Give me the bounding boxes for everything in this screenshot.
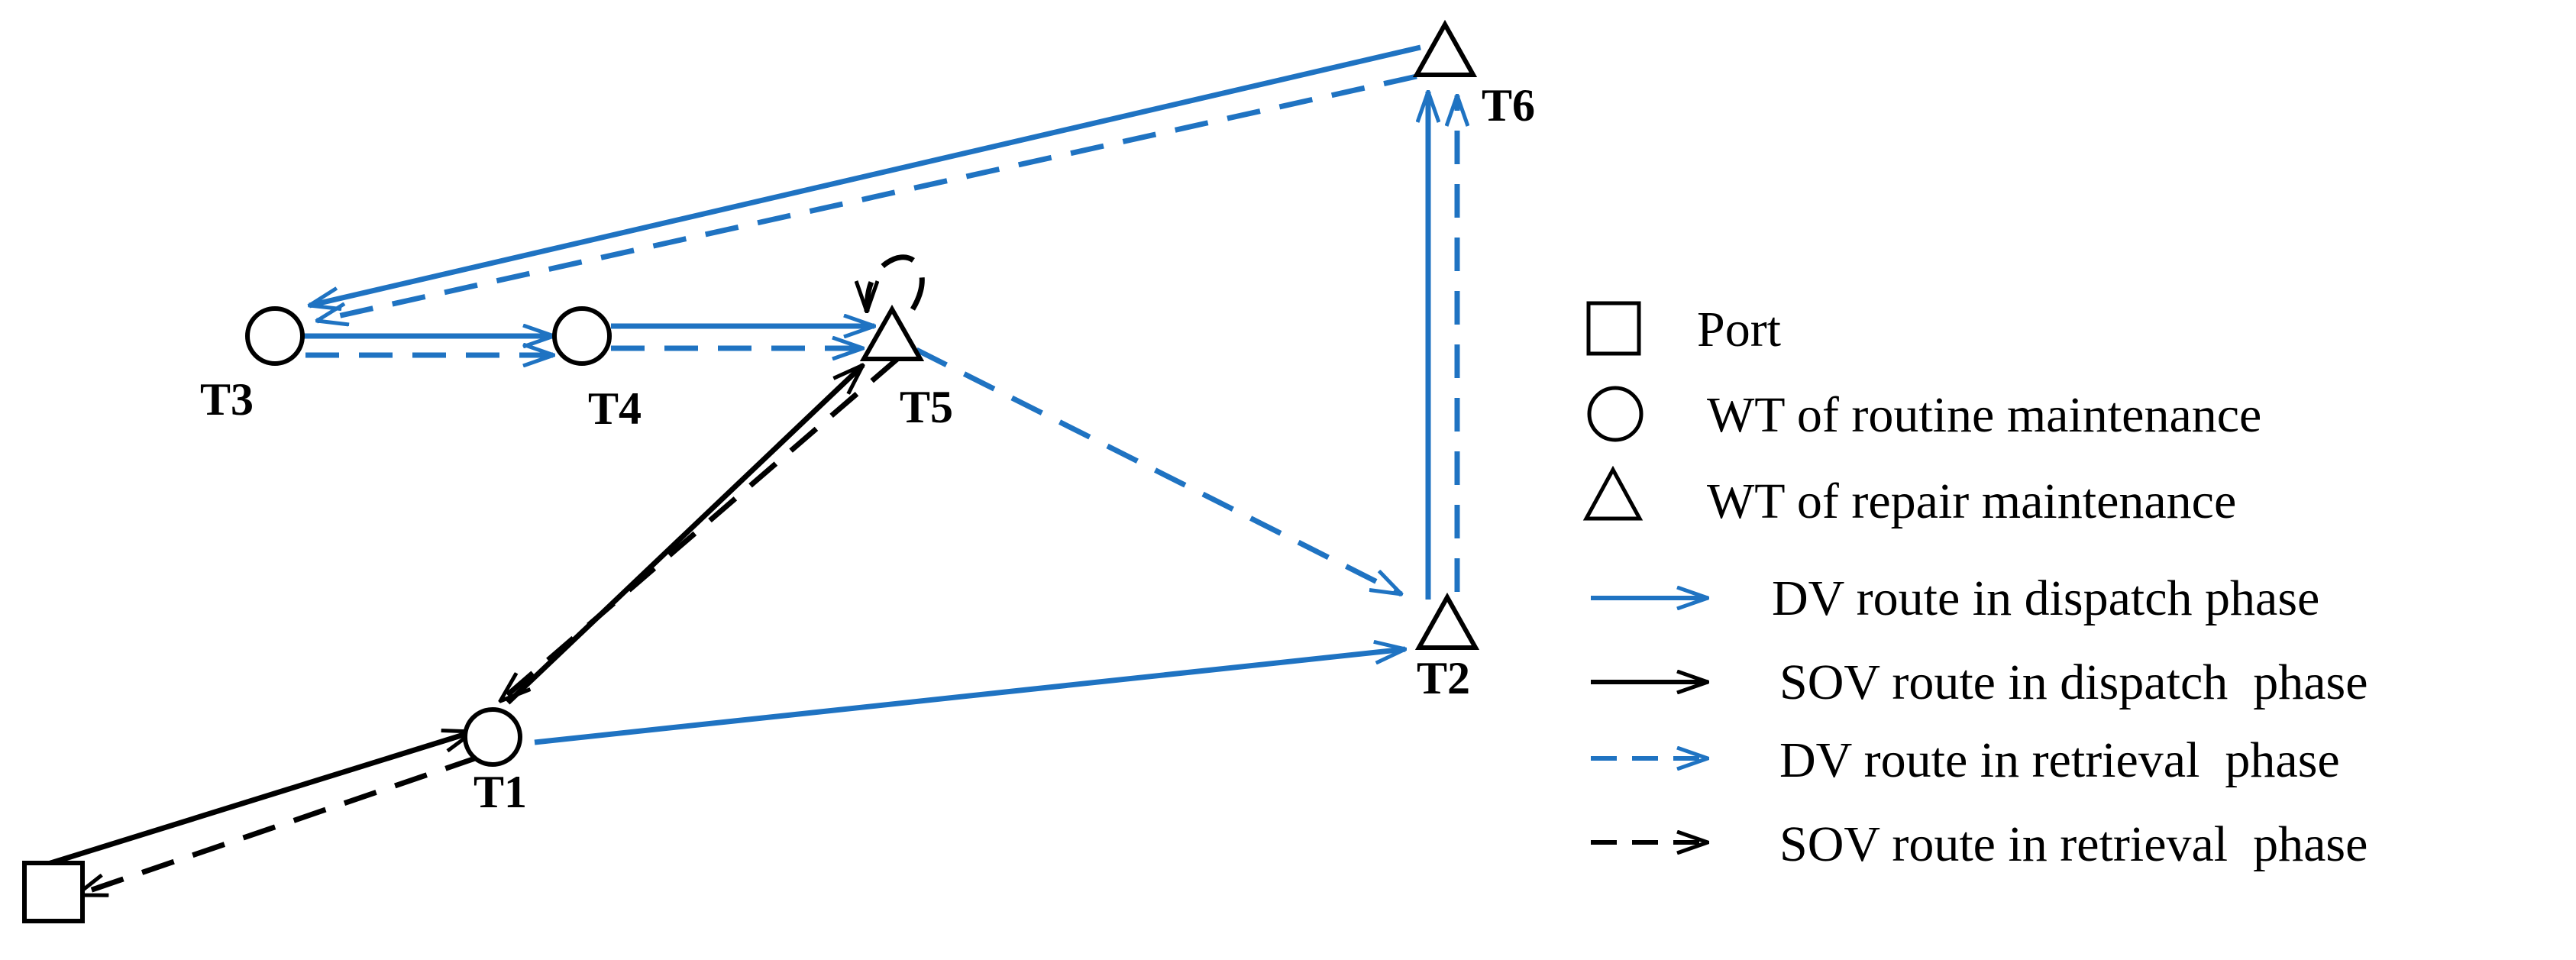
sov-retrieval-edge-t5-t1	[500, 357, 900, 701]
legend-label-sov-dispatch: SOV route in dispatch phase	[1779, 655, 2368, 710]
node-label-t5: T5	[900, 382, 953, 432]
node-label-t4: T4	[588, 383, 642, 434]
legend-label-dv-dispatch: DV route in dispatch phase	[1772, 571, 2319, 626]
dv-dispatch-edge-t6-t3	[309, 44, 1421, 305]
node-t1	[463, 707, 522, 767]
dv-dispatch-edge-t1-t2	[534, 649, 1405, 745]
dv-retrieval-edge-t6-t3	[317, 73, 1417, 321]
port-node	[22, 861, 85, 923]
legend-port-symbol	[1586, 301, 1641, 356]
legend: Port WT of routine maintenance WT of rep…	[1582, 301, 2368, 872]
dv-retrieval-edge-t5-t2	[915, 347, 1401, 594]
node-t3	[245, 306, 305, 366]
legend-label-port: Port	[1697, 302, 1781, 357]
dv-dispatch-route	[302, 44, 1428, 745]
node-label-t6: T6	[1482, 80, 1535, 131]
sov-dispatch-edge-port-t1	[44, 732, 474, 868]
node-t5	[859, 304, 925, 361]
legend-label-sov-retrieval: SOV route in retrieval phase	[1779, 816, 2368, 872]
node-label-t1: T1	[474, 767, 527, 817]
sov-retrieval-loop-t5	[867, 254, 925, 312]
sov-retrieval-edge-t1-port	[76, 755, 479, 898]
node-label-t2: T2	[1417, 653, 1470, 703]
node-label-t3: T3	[200, 374, 254, 425]
dv-retrieval-route	[305, 73, 1457, 594]
legend-label-dv-retrieval: DV route in retrieval phase	[1779, 732, 2340, 788]
nodes	[22, 19, 1480, 923]
legend-label-repair-wt: WT of repair maintenance	[1707, 474, 2236, 529]
legend-label-routine-wt: WT of routine maintenance	[1707, 387, 2261, 443]
node-t4	[552, 306, 612, 366]
sov-retrieval-route	[76, 254, 925, 898]
sov-dispatch-route	[44, 365, 863, 868]
legend-routine-wt-symbol	[1587, 386, 1644, 442]
legend-repair-wt-symbol	[1582, 465, 1644, 521]
node-t6	[1412, 19, 1478, 77]
node-t2	[1414, 592, 1480, 650]
